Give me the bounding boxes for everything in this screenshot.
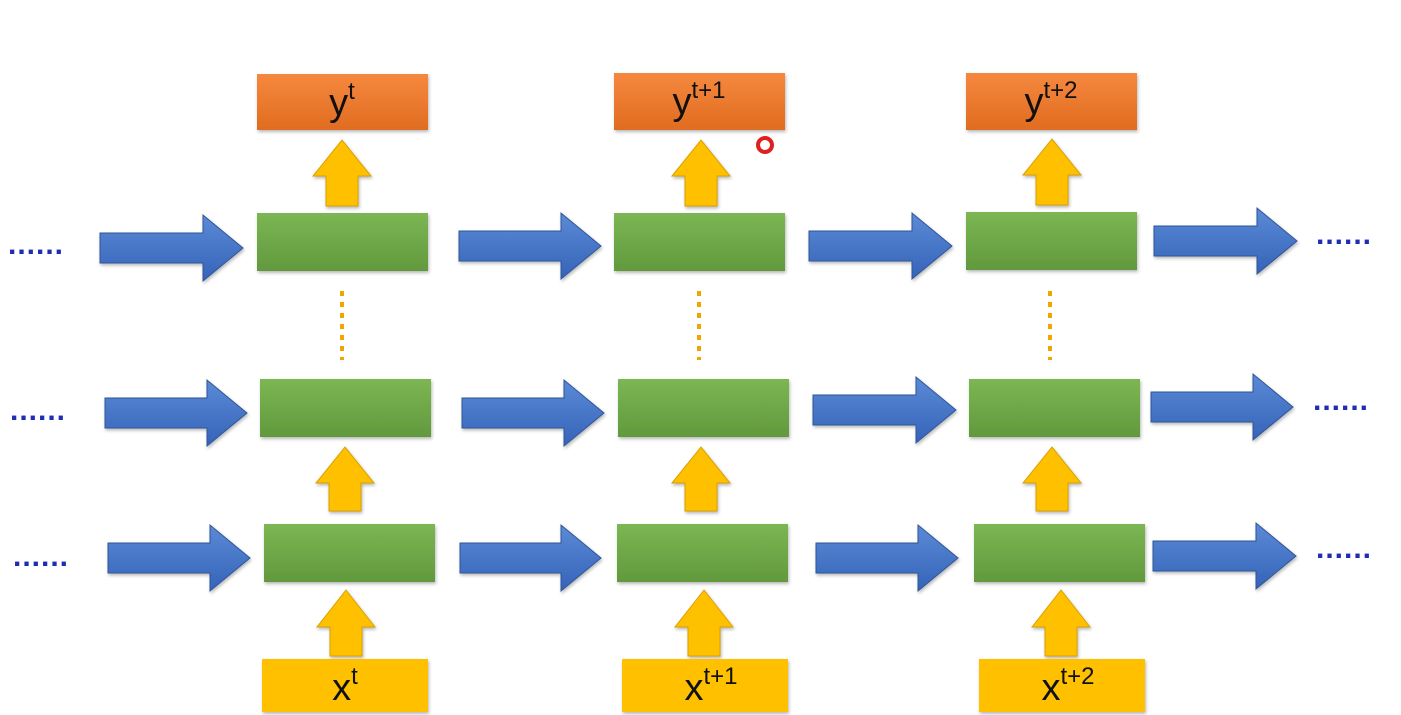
- up-arrow-to-output-2: [1021, 138, 1083, 206]
- recurrent-arrow-top-3: [1153, 206, 1298, 276]
- recurrent-arrow-top-0: [99, 213, 244, 283]
- svg-text:xt+2: xt+2: [1041, 663, 1094, 709]
- up-arrow-to-output-1: [670, 139, 732, 207]
- recurrent-arrow-bottom-3: [1152, 521, 1297, 591]
- input-label-0-base: x: [332, 667, 351, 709]
- continuation-right-mid: ......: [1313, 384, 1369, 417]
- output-box-0: yt: [257, 74, 428, 130]
- output-label-0-base: y: [329, 82, 348, 124]
- continuation-left-bottom: ......: [13, 540, 69, 573]
- recurrent-arrow-mid-1: [461, 378, 605, 448]
- up-arrow-input-to-bottom-0: [315, 589, 377, 657]
- hidden-cell-bottom-0: [264, 524, 435, 582]
- input-box-0: xt: [262, 659, 428, 712]
- hidden-cell-top-0: [257, 213, 428, 271]
- output-box-1: yt+1: [614, 73, 785, 130]
- continuation-left-mid: ......: [10, 394, 66, 427]
- svg-text:yt+1: yt+1: [672, 77, 725, 123]
- up-arrow-bottom-to-mid-2: [1021, 446, 1083, 512]
- up-arrow-input-to-bottom-2: [1030, 589, 1092, 657]
- up-arrow-input-to-bottom-1: [673, 589, 735, 657]
- input-label-1-base: x: [684, 667, 703, 709]
- recurrent-arrow-mid-3: [1150, 372, 1294, 442]
- output-label-2-base: y: [1024, 81, 1043, 123]
- hidden-cell-top-2: [966, 212, 1137, 270]
- input-label-2-base: x: [1041, 667, 1060, 709]
- up-arrow-to-output-0: [311, 139, 373, 207]
- recurrent-arrow-bottom-1: [459, 523, 602, 593]
- output-label-1-base: y: [672, 81, 691, 123]
- output-box-2: yt+2: [966, 73, 1137, 130]
- continuation-left-top: ......: [8, 228, 64, 261]
- input-box-1: xt+1: [622, 659, 788, 712]
- cursor-indicator: [756, 136, 774, 154]
- output-label-1-sup: t+1: [691, 77, 725, 104]
- recurrent-arrow-mid-2: [812, 375, 957, 445]
- svg-text:yt+2: yt+2: [1024, 77, 1077, 123]
- recurrent-arrows: [99, 206, 1298, 593]
- hidden-cell-bottom-1: [617, 524, 788, 582]
- input-box-2: xt+2: [979, 659, 1145, 712]
- hidden-cell-bottom-2: [974, 524, 1145, 582]
- continuation-right-top: ......: [1316, 218, 1372, 251]
- up-arrow-bottom-to-mid-1: [670, 446, 732, 512]
- svg-text:xt+1: xt+1: [684, 663, 737, 709]
- input-label-2-sup: t+2: [1060, 663, 1094, 690]
- recurrent-arrow-top-1: [458, 211, 602, 281]
- recurrent-arrow-bottom-2: [815, 523, 959, 593]
- input-label-1-sup: t+1: [703, 663, 737, 690]
- output-label-0-sup: t: [348, 78, 355, 105]
- recurrent-arrow-bottom-0: [107, 523, 251, 593]
- hidden-cell-mid-0: [260, 379, 431, 437]
- continuation-right-bottom: ......: [1316, 532, 1372, 565]
- hidden-cell-top-1: [614, 213, 785, 271]
- recurrent-arrow-mid-0: [104, 378, 248, 448]
- recurrent-arrow-top-2: [808, 211, 953, 281]
- svg-text:xt: xt: [332, 663, 358, 709]
- output-label-2-sup: t+2: [1043, 77, 1077, 104]
- hidden-cell-mid-1: [618, 379, 789, 437]
- hidden-cell-mid-2: [969, 379, 1140, 437]
- input-label-0-sup: t: [351, 663, 358, 690]
- up-arrow-bottom-to-mid-0: [314, 446, 376, 512]
- svg-text:yt: yt: [329, 78, 355, 124]
